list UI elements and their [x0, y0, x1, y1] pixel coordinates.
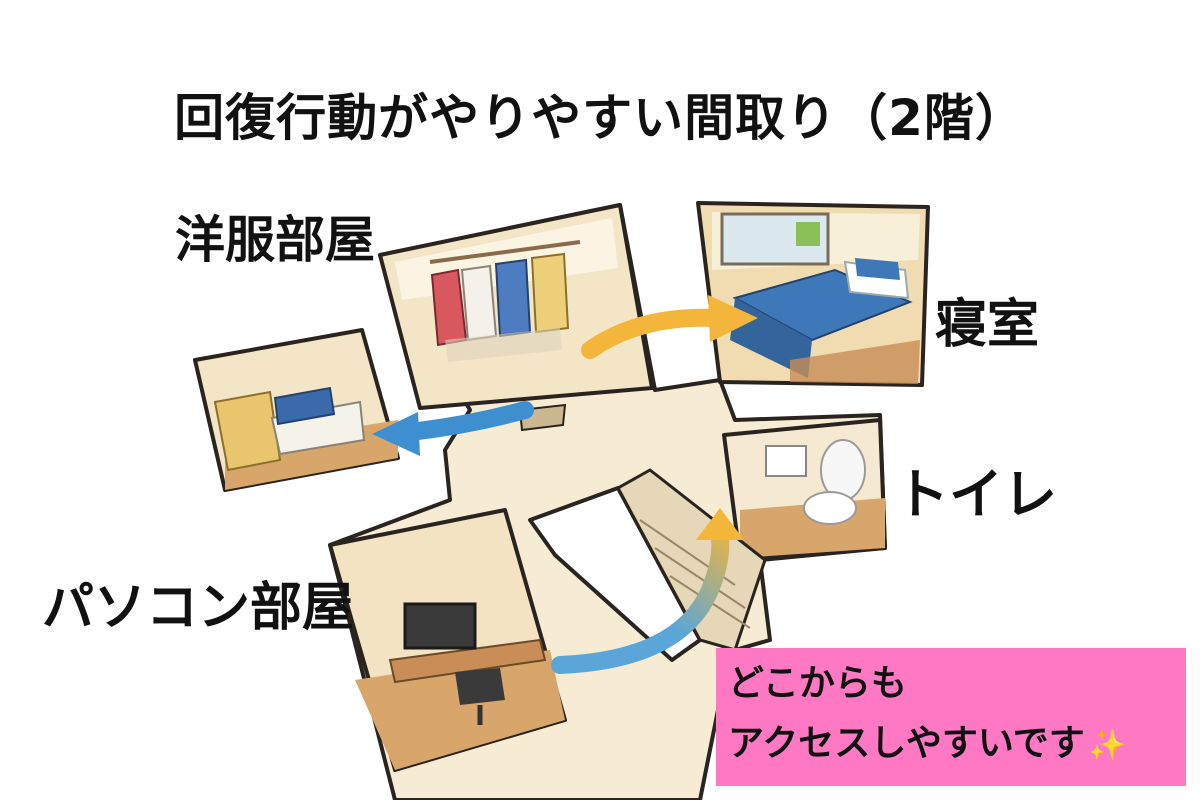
arrow-to-storage [401, 401, 534, 441]
storage-room [193, 328, 400, 492]
toilet-room [722, 418, 887, 560]
arrow-to-storage-head [372, 412, 420, 456]
arrow-closet-to-bedroom-head [708, 295, 758, 342]
accessibility-callout: どこからも アクセスしやすいです✨ [716, 648, 1186, 786]
arrow-pc-to-toilet [551, 531, 730, 674]
arrow-pc-to-toilet-head [696, 508, 744, 540]
label-toilet: トイレ [895, 463, 1057, 526]
page-title: 回復行動がやりやすい間取り（2階） [174, 89, 1026, 147]
label-pc-room: パソコン部屋 [42, 578, 355, 638]
pc-room [328, 508, 567, 772]
closet-room [378, 203, 654, 410]
label-bedroom: 寝室 [935, 295, 1040, 355]
bedroom-room [696, 201, 930, 387]
hanging-clothes [430, 252, 570, 347]
callout-line-2-text: アクセスしやすいです [728, 723, 1085, 764]
label-closet: 洋服部屋 [175, 211, 375, 269]
arrow-closet-to-bedroom [581, 308, 724, 359]
callout-line-1: どこからも [728, 663, 907, 704]
route-arrows [372, 295, 758, 674]
sparkle-icon: ✨ [1088, 728, 1127, 763]
callout-line-2: アクセスしやすいです✨ [728, 714, 1174, 776]
